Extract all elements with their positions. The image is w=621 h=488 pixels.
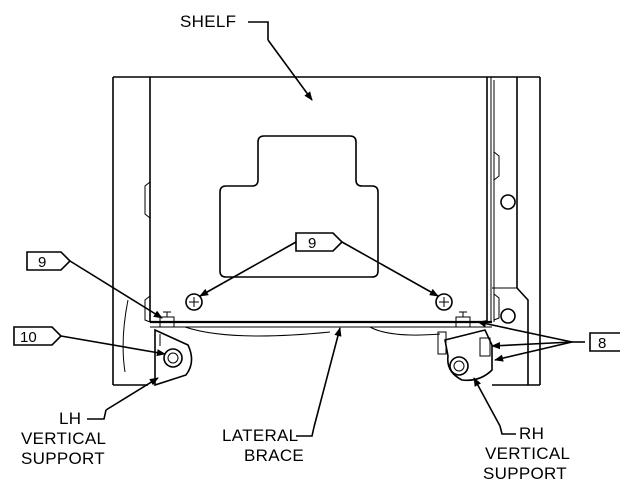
cabinet-frame	[112, 76, 541, 386]
callout-tag-9-center: 9	[295, 232, 344, 252]
shelf-body	[144, 77, 518, 323]
tag-8-text: 8	[598, 335, 606, 352]
tag-9-center-text: 9	[308, 235, 316, 252]
screw-left	[185, 293, 203, 311]
rh-label-line2: VERTICAL	[485, 444, 570, 463]
tag-9-left-text: 9	[38, 254, 46, 271]
callout-tag-10: 10	[13, 326, 63, 346]
lh-vertical-support	[122, 299, 193, 387]
lh-label-line1: LH	[59, 409, 81, 428]
lh-label-line2: VERTICAL	[21, 429, 106, 448]
lh-label-line3: SUPPORT	[21, 449, 105, 468]
lateral-brace-label-line1: LATERAL	[222, 426, 298, 445]
right-support-holes	[492, 194, 529, 385]
lateral-brace-label-line2: BRACE	[244, 446, 304, 465]
callout-tag-8: 8	[589, 332, 620, 352]
rh-label-line1: RH	[519, 424, 544, 443]
lateral-brace	[150, 320, 492, 337]
shelf-cutout	[219, 135, 379, 278]
tag-10-text: 10	[20, 329, 37, 346]
callout-tag-9-left: 9	[26, 251, 72, 271]
screw-right	[435, 293, 453, 311]
rh-vertical-support	[437, 311, 493, 382]
rh-label-line3: SUPPORT	[483, 464, 567, 483]
shelf-label: SHELF	[180, 12, 236, 31]
